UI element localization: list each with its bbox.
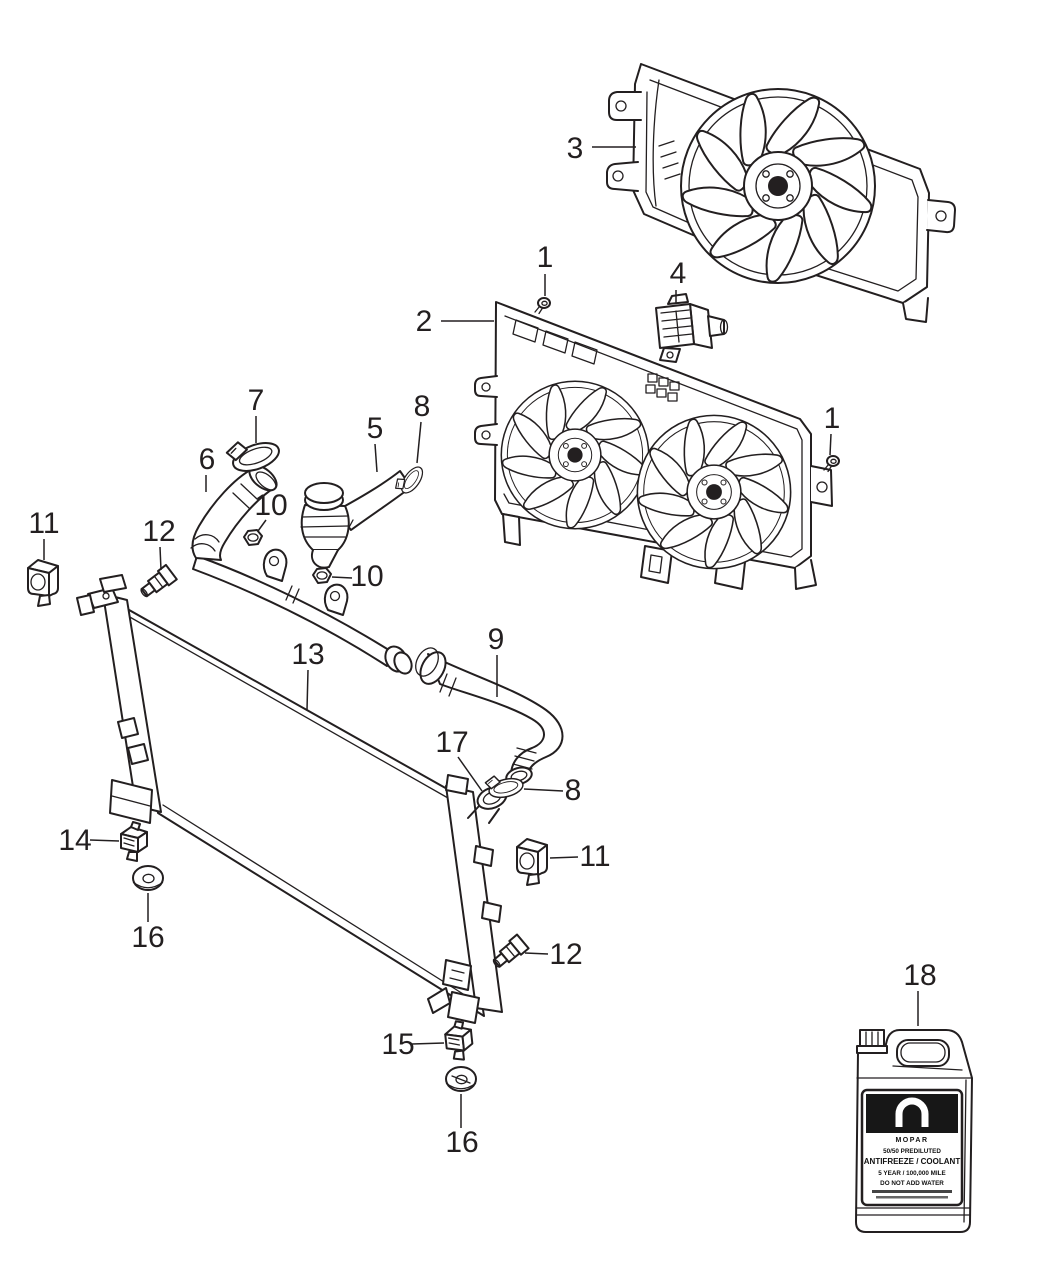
dual-fan-module [474,301,833,590]
callout-leader-8-6 [416,421,422,464]
mounting-nut-10a [243,529,263,546]
callout-label-16-19: 16 [131,921,164,954]
callout-label-8-16: 8 [565,774,582,807]
callout-leader-10-9 [257,519,267,532]
jug-line4-text: DO NOT ADD WATER [880,1180,944,1187]
fan-right [637,415,790,568]
fan-left [501,381,649,529]
callout-label-11-10: 11 [28,507,59,540]
callout-label-8-6: 8 [414,390,431,423]
callout-leader-12-20 [524,952,549,955]
callout-leader-1-4 [829,433,832,456]
callout-label-17-15: 17 [435,726,468,759]
callout-label-2-3: 2 [416,305,433,338]
callout-label-10-12: 10 [350,560,383,593]
callout-leader-10-12 [331,576,353,579]
callout-leader-15-21 [411,1042,445,1045]
callout-label-1-4: 1 [824,402,841,435]
callout-label-16-22: 16 [445,1126,478,1159]
callout-label-3-0: 3 [567,132,584,165]
coolant-jug: MOPAR 50/50 PREDILUTED ANTIFREEZE / COOL… [855,1029,973,1233]
coolant-tube [192,548,413,675]
jug-line2-text: ANTIFREEZE / COOLANT [864,1157,961,1166]
callout-label-6-8: 6 [199,443,216,476]
single-fan-module [606,63,956,323]
callout-leader-14-17 [89,839,120,842]
callout-label-7-5: 7 [248,384,265,417]
mopar-logo-icon [895,1097,929,1127]
callout-label-12-11: 12 [142,515,175,548]
callout-label-1-1: 1 [537,241,554,274]
callout-leader-17-15 [457,756,483,792]
filler-neck-hose [300,470,412,569]
callout-label-9-14: 9 [488,623,505,656]
callout-label-10-9: 10 [254,489,287,522]
callout-label-13-13: 13 [291,638,324,671]
jug-line3-text: 5 YEAR / 100,000 MILE [878,1170,945,1177]
jug-fineprint-bar1 [872,1190,952,1193]
callout-leader-12-11 [159,546,162,571]
callout-leader-5-7 [374,443,378,473]
grommet-16b [445,1066,477,1092]
callout-label-4-2: 4 [670,257,687,290]
callout-label-14-17: 14 [58,824,91,857]
callout-label-5-7: 5 [367,412,384,445]
callout-leader-11-18 [549,856,579,859]
callout-label-11-18: 11 [579,840,610,873]
grommet-16a [132,865,164,891]
callout-leader-8-16 [523,788,564,792]
upper-radiator-hose [190,464,278,561]
fan-3 [681,89,875,283]
callout-label-15-21: 15 [381,1028,414,1061]
radiator [76,574,503,1024]
callout-leader-13-13 [306,669,309,711]
callout-label-18-23: 18 [903,959,936,992]
jug-fineprint-bar2 [876,1196,948,1199]
mounting-nut-10b [312,567,332,584]
fan-connector [655,293,729,363]
callout-label-12-20: 12 [549,938,582,971]
jug-line1-text: 50/50 PREDILUTED [883,1148,941,1155]
jug-brand-text: MOPAR [895,1137,928,1144]
